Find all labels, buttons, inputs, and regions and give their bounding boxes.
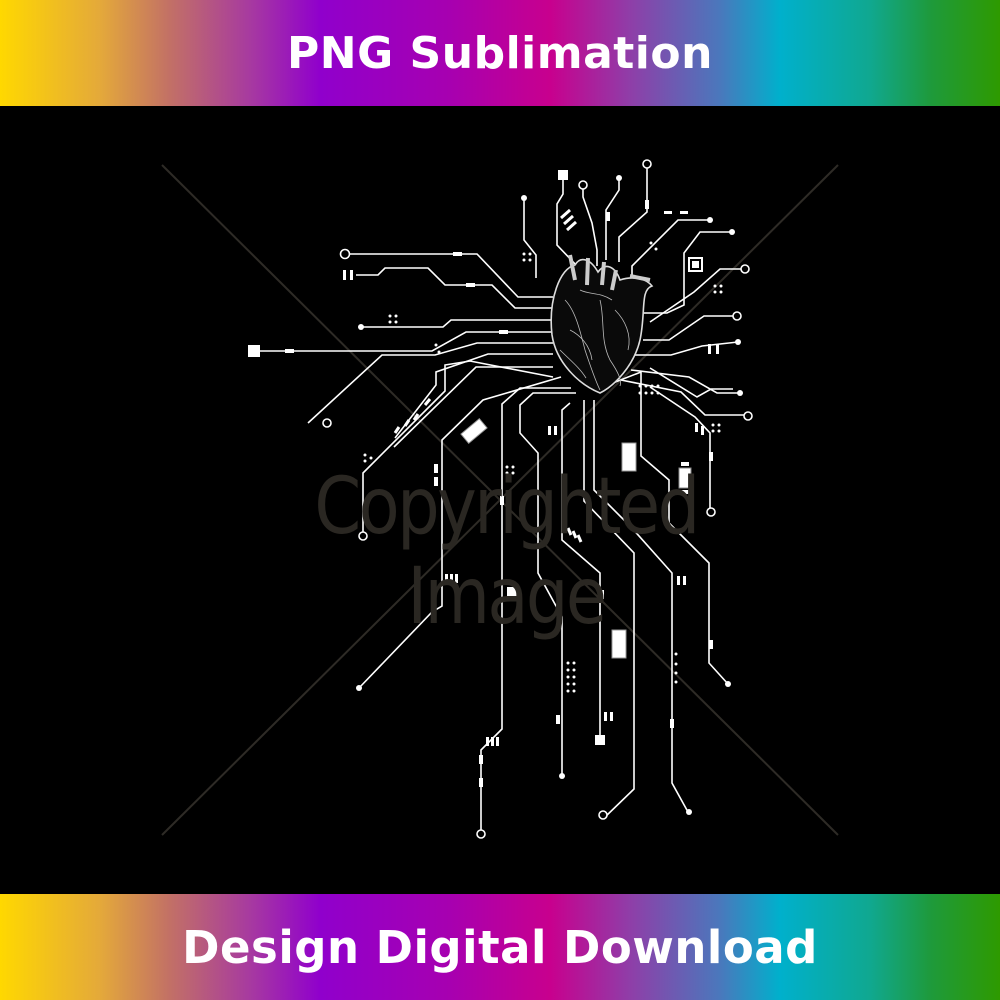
artwork-canvas: Copyrighted Image [0,106,1000,894]
chips [460,417,692,659]
circuit-heart-illustration [161,159,839,839]
watermark-text: Copyrighted Image [314,462,700,642]
top-banner: PNG Sublimation [0,0,1000,106]
trace-dots [248,170,743,815]
anatomical-heart [550,254,654,394]
trace-terminals [322,159,753,839]
bottom-banner: Design Digital Download [0,894,1000,1000]
slash-markers [393,208,583,543]
banner-title: PNG Sublimation [287,27,713,79]
banner-subtitle: Design Digital Download [182,920,818,974]
